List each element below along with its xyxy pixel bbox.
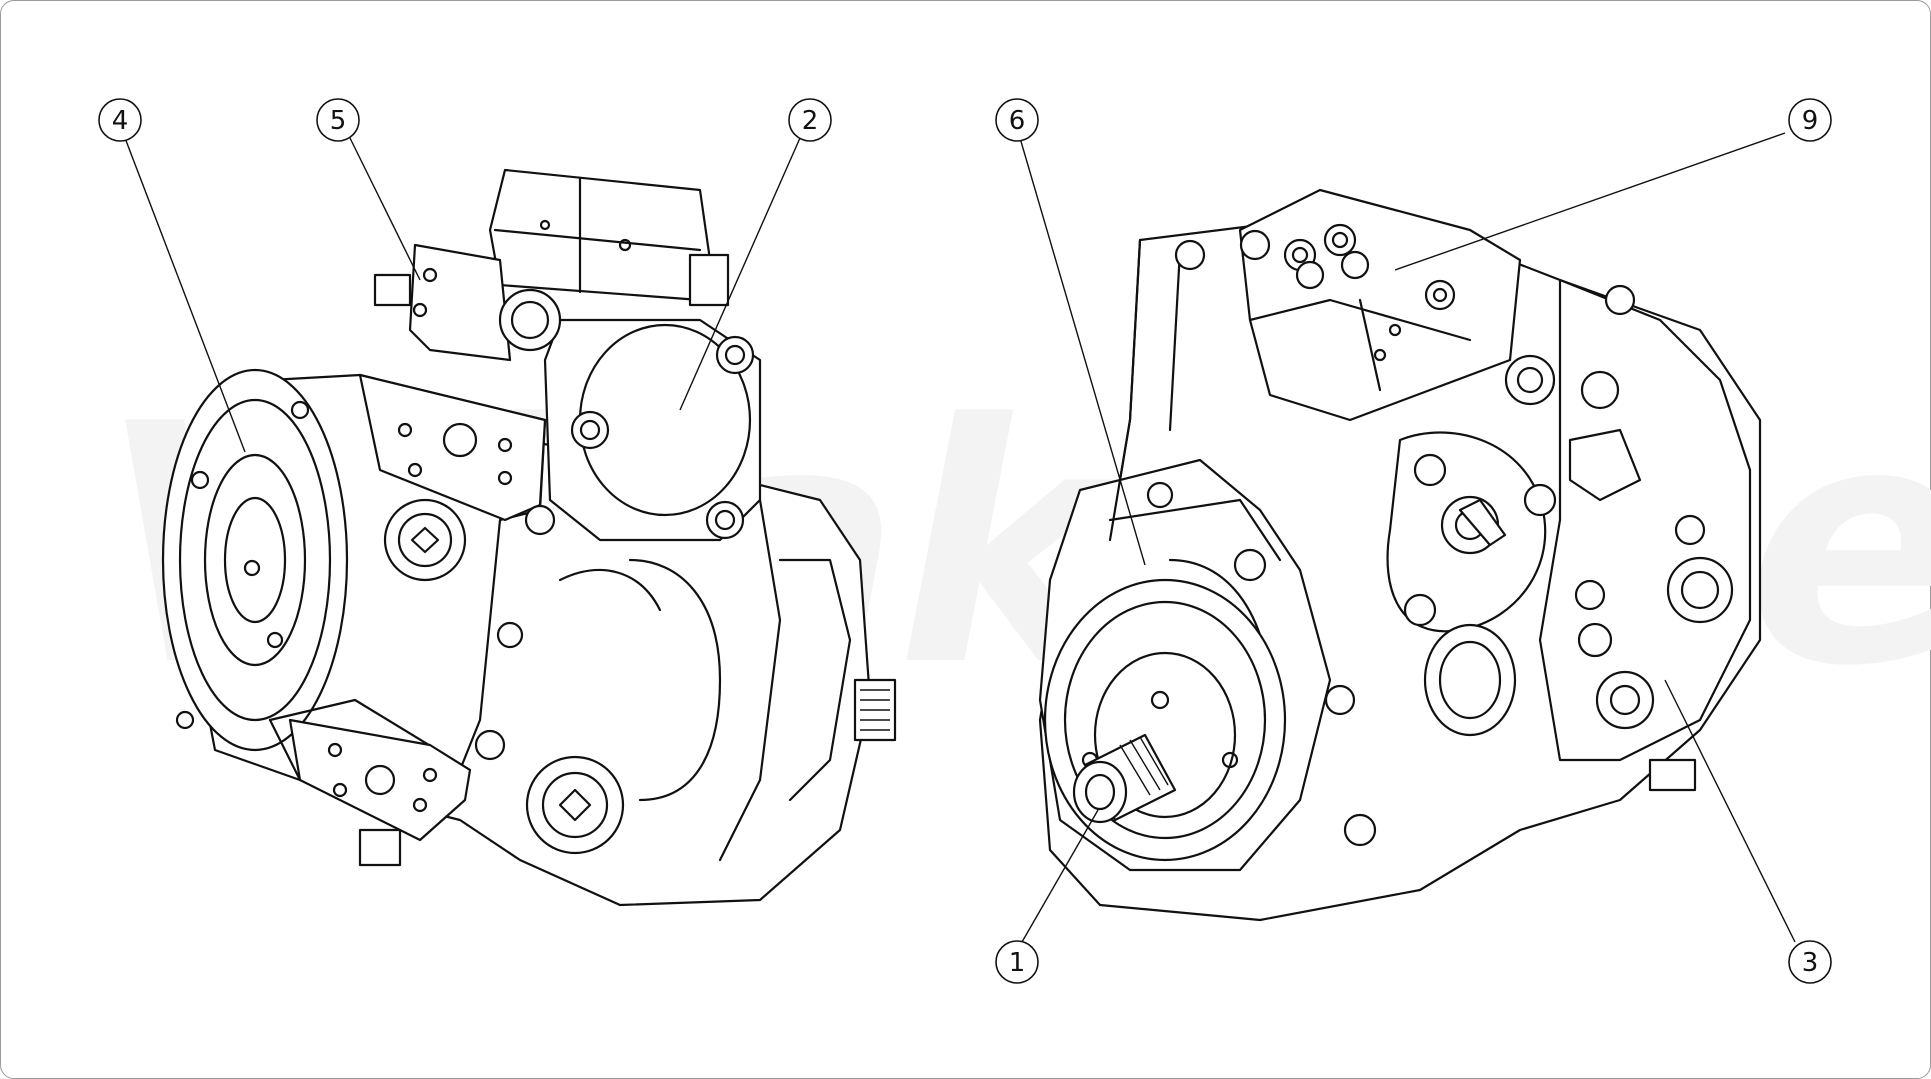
callout-1: 1	[995, 940, 1039, 984]
leader-lines	[124, 132, 1796, 943]
callout-6-label: 6	[1009, 106, 1026, 136]
callout-9-label: 9	[1802, 106, 1819, 136]
right-pump-drawing	[1038, 188, 1762, 922]
callout-2: 2	[788, 98, 832, 142]
callout-5-label: 5	[330, 106, 347, 136]
callout-3: 3	[1788, 940, 1832, 984]
callout-2-label: 2	[802, 106, 819, 136]
callout-4: 4	[98, 98, 142, 142]
callout-1-label: 1	[1009, 948, 1026, 978]
callout-5: 5	[316, 98, 360, 142]
callout-6: 6	[995, 98, 1039, 142]
callout-3-label: 3	[1802, 948, 1819, 978]
callout-9: 9	[1788, 98, 1832, 142]
callout-4-label: 4	[112, 106, 129, 136]
left-pump-drawing	[161, 168, 897, 907]
